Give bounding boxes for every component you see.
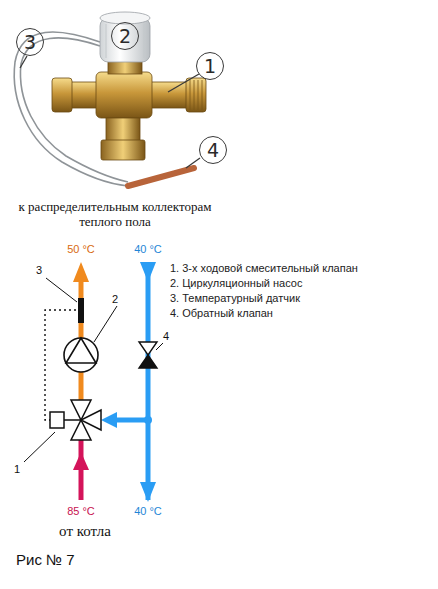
sensor-line	[45, 310, 76, 420]
temperature-label: 50 °C	[67, 243, 95, 256]
callout-number: 4	[207, 141, 219, 160]
mixing-valve-symbol	[50, 400, 101, 440]
temperature-label: 85 °C	[67, 505, 95, 518]
figure-caption: Рис № 7	[16, 551, 75, 568]
callout-number: 1	[204, 57, 216, 76]
callout-number: 1	[14, 463, 20, 476]
key-entry: 2. Циркуляционный насос	[170, 277, 302, 290]
callout-number: 2	[112, 293, 118, 306]
hot-supply-pipe	[73, 262, 89, 402]
pump-symbol	[64, 338, 98, 372]
photo-caption: к распределительным коллекторам теплого …	[15, 200, 215, 230]
callout-circle: 2	[111, 22, 139, 50]
leader-lines	[24, 278, 163, 462]
key-entry: 1. 3-х ходовой смесительный клапан	[170, 262, 358, 275]
key-entry: 4. Обратный клапан	[170, 307, 273, 320]
callout-circle: 3	[16, 28, 44, 56]
key-entry: 3. Температурный датчик	[170, 292, 300, 305]
valve-photo	[52, 12, 206, 160]
callout-number: 4	[163, 330, 169, 343]
callout-circle: 4	[199, 136, 227, 164]
sensor-bulb	[128, 168, 194, 186]
return-pipe	[101, 262, 156, 502]
boiler-pipe	[73, 438, 89, 500]
callout-number: 2	[119, 27, 131, 46]
callout-number: 3	[24, 33, 36, 52]
temperature-label: 40 °C	[134, 505, 162, 518]
callout-circle: 1	[196, 52, 224, 80]
callout-number: 3	[36, 264, 42, 277]
temperature-label: 40 °C	[134, 243, 162, 256]
leader-lines	[20, 56, 200, 168]
source-label: от котла	[59, 523, 111, 540]
check-valve-symbol	[139, 342, 157, 368]
temperature-sensor	[78, 298, 84, 323]
